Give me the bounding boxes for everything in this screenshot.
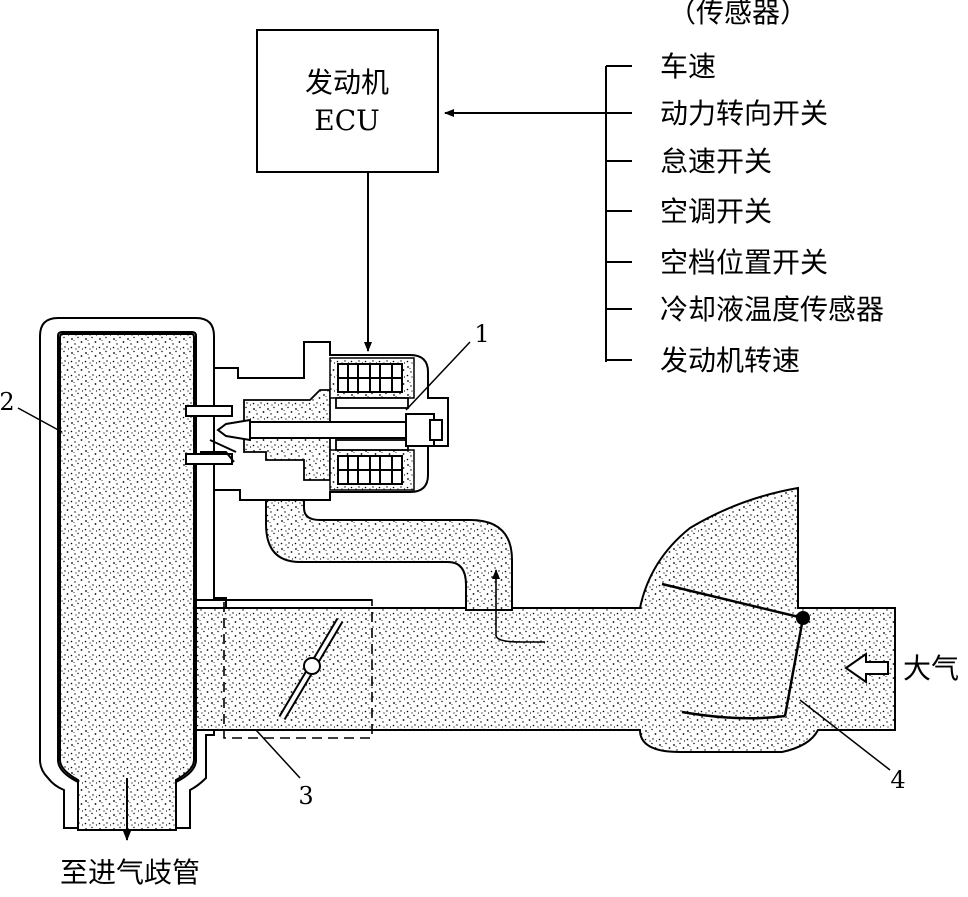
callout-leader-3: [255, 729, 301, 779]
air-inlet: 大气: [844, 652, 959, 685]
valve-coil-upper: [337, 363, 403, 393]
callout-3: 3: [298, 782, 313, 810]
surge-tank: [39, 317, 227, 831]
sensor-item: 怠速开关: [660, 145, 772, 178]
outlet-label: 至进气歧管: [60, 856, 200, 889]
flap-pivot: [796, 611, 810, 625]
sensor-item: 冷却液温度传感器: [660, 293, 884, 326]
air-inlet-arrow-icon: [844, 652, 889, 684]
callout-1: 1: [474, 320, 489, 348]
callout-4: 4: [890, 766, 905, 794]
callout-leader-1: [405, 341, 471, 411]
sensor-item: 动力转向开关: [660, 97, 828, 130]
throttle-body: [223, 599, 373, 739]
valve-tip: [216, 418, 251, 442]
outlet: 至进气歧管: [60, 778, 200, 889]
air-inlet-label: 大气: [903, 652, 959, 685]
bypass-passage: [265, 459, 545, 643]
ecu-label-line2: ECU: [314, 104, 379, 137]
sensor-item: 空调开关: [660, 195, 772, 228]
sensor-header: （传感器）: [668, 0, 808, 29]
sensor-item: 发动机转速: [660, 344, 800, 377]
callout-2: 2: [0, 388, 15, 416]
idle-speed-control-valve: [185, 341, 449, 501]
valve-shaft: [249, 421, 411, 439]
throttle-shaft: [303, 657, 321, 675]
sensor-list: （传感器） 车速动力转向开关怠速开关空调开关空档位置开关冷却液温度传感器发动机转…: [444, 0, 884, 377]
air-flow-meter: [661, 582, 810, 720]
sensor-item: 车速: [660, 50, 716, 83]
valve-coil-lower: [337, 455, 403, 485]
compensation-flap: [783, 617, 805, 717]
measuring-flap: [661, 582, 804, 620]
ecu-label-line1: 发动机: [305, 66, 389, 99]
engine-ecu: 发动机 ECU: [256, 29, 439, 173]
sensor-item: 空档位置开关: [660, 246, 828, 279]
callout-leader-2: [17, 407, 63, 433]
callout-leader-4: [799, 699, 891, 771]
